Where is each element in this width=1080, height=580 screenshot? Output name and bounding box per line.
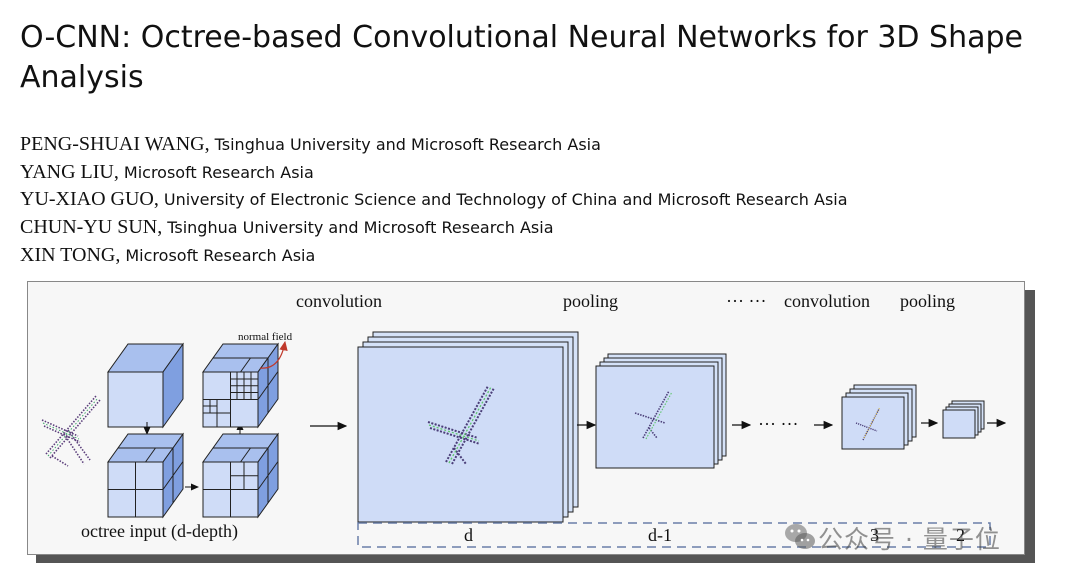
author-affiliation: Tsinghua University and Microsoft Resear…	[214, 135, 601, 154]
author-affiliation: Tsinghua University and Microsoft Resear…	[167, 218, 554, 238]
paper-title: O-CNN: Octree-based Convolutional Neural…	[20, 20, 1023, 95]
label-convolution-2: convolution	[784, 291, 870, 311]
label-normal-field: normal field	[238, 331, 293, 343]
label-ellipsis-top: ··· ···	[726, 291, 766, 311]
author-line: YU-XIAO GUO, University of Electronic Sc…	[20, 186, 1060, 214]
label-ellipsis-mid: ··· ···	[758, 414, 798, 434]
author-line: XIN TONG, Microsoft Research Asia	[20, 242, 1060, 270]
label-pooling-2: pooling	[900, 291, 955, 311]
depth-label-2: 2	[956, 525, 965, 545]
octree-cube-level2	[202, 432, 279, 519]
author-name: YU-XIAO GUO,	[20, 188, 159, 211]
author-affiliation: Microsoft Research Asia	[125, 245, 316, 265]
depth-label-3: 3	[870, 525, 879, 545]
author-list: PENG-SHUAI WANG, Tsinghua University and…	[20, 131, 1060, 270]
author-name: CHUN-YU SUN,	[20, 216, 163, 239]
octree-cube-root	[107, 342, 184, 429]
author-line: YANG LIU, Microsoft Research Asia	[20, 159, 1060, 187]
feature-map-stack-d-1	[595, 353, 727, 469]
figure-canvas: convolution pooling ··· ··· convolution …	[41, 291, 1007, 548]
ocnn-figure: convolution pooling ··· ··· convolution …	[27, 281, 1025, 555]
label-octree-input: octree input (d-depth)	[81, 521, 238, 542]
octree-cube-level1	[107, 432, 184, 519]
author-name: YANG LIU,	[20, 160, 119, 183]
feature-map-stack-2	[942, 400, 985, 439]
feature-map-stack-d	[357, 331, 579, 523]
author-affiliation: University of Electronic Science and Tec…	[163, 190, 848, 210]
label-convolution: convolution	[296, 291, 382, 311]
label-pooling: pooling	[563, 291, 618, 311]
author-name: PENG-SHUAI WANG,	[20, 133, 210, 155]
author-affiliation: Microsoft Research Asia	[123, 162, 314, 182]
depth-label-d: d	[464, 525, 473, 545]
author-line: CHUN-YU SUN, Tsinghua University and Mic…	[20, 214, 1060, 242]
author-line: PENG-SHUAI WANG, Tsinghua University and…	[20, 131, 1060, 159]
author-name: XIN TONG,	[20, 243, 121, 266]
airplane-input-icon	[41, 395, 101, 467]
octree-cube-level3	[202, 340, 288, 429]
depth-label-d-1: d-1	[648, 525, 672, 545]
feature-map-stack-3	[841, 384, 917, 450]
depth-bar	[357, 522, 991, 548]
